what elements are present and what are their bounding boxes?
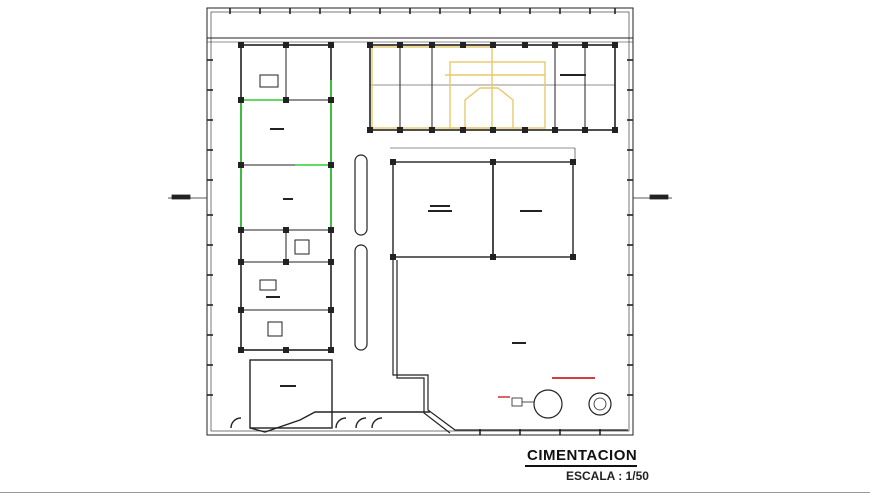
central-halls [390,147,576,258]
cistern-tanks [498,377,612,419]
courtyard-boundary [392,257,628,434]
perimeter-wall [206,7,634,436]
central-hall-footings [390,159,576,260]
entrance-room [230,359,430,433]
top-block-yellow-highlight [371,46,546,129]
perimeter-footings [207,8,633,435]
scale-label: ESCALA : 1/50 [566,469,649,483]
left-wing-footings [238,42,334,353]
room-label-marks [266,74,586,387]
drawing-title: CIMENTACION [527,447,638,464]
top-block-footings [367,42,618,133]
left-wing-rooms [240,44,332,351]
oval-planters [354,154,368,351]
title-underline [525,465,637,467]
axis-markers [168,194,672,200]
frame-bottom-border [0,492,870,493]
